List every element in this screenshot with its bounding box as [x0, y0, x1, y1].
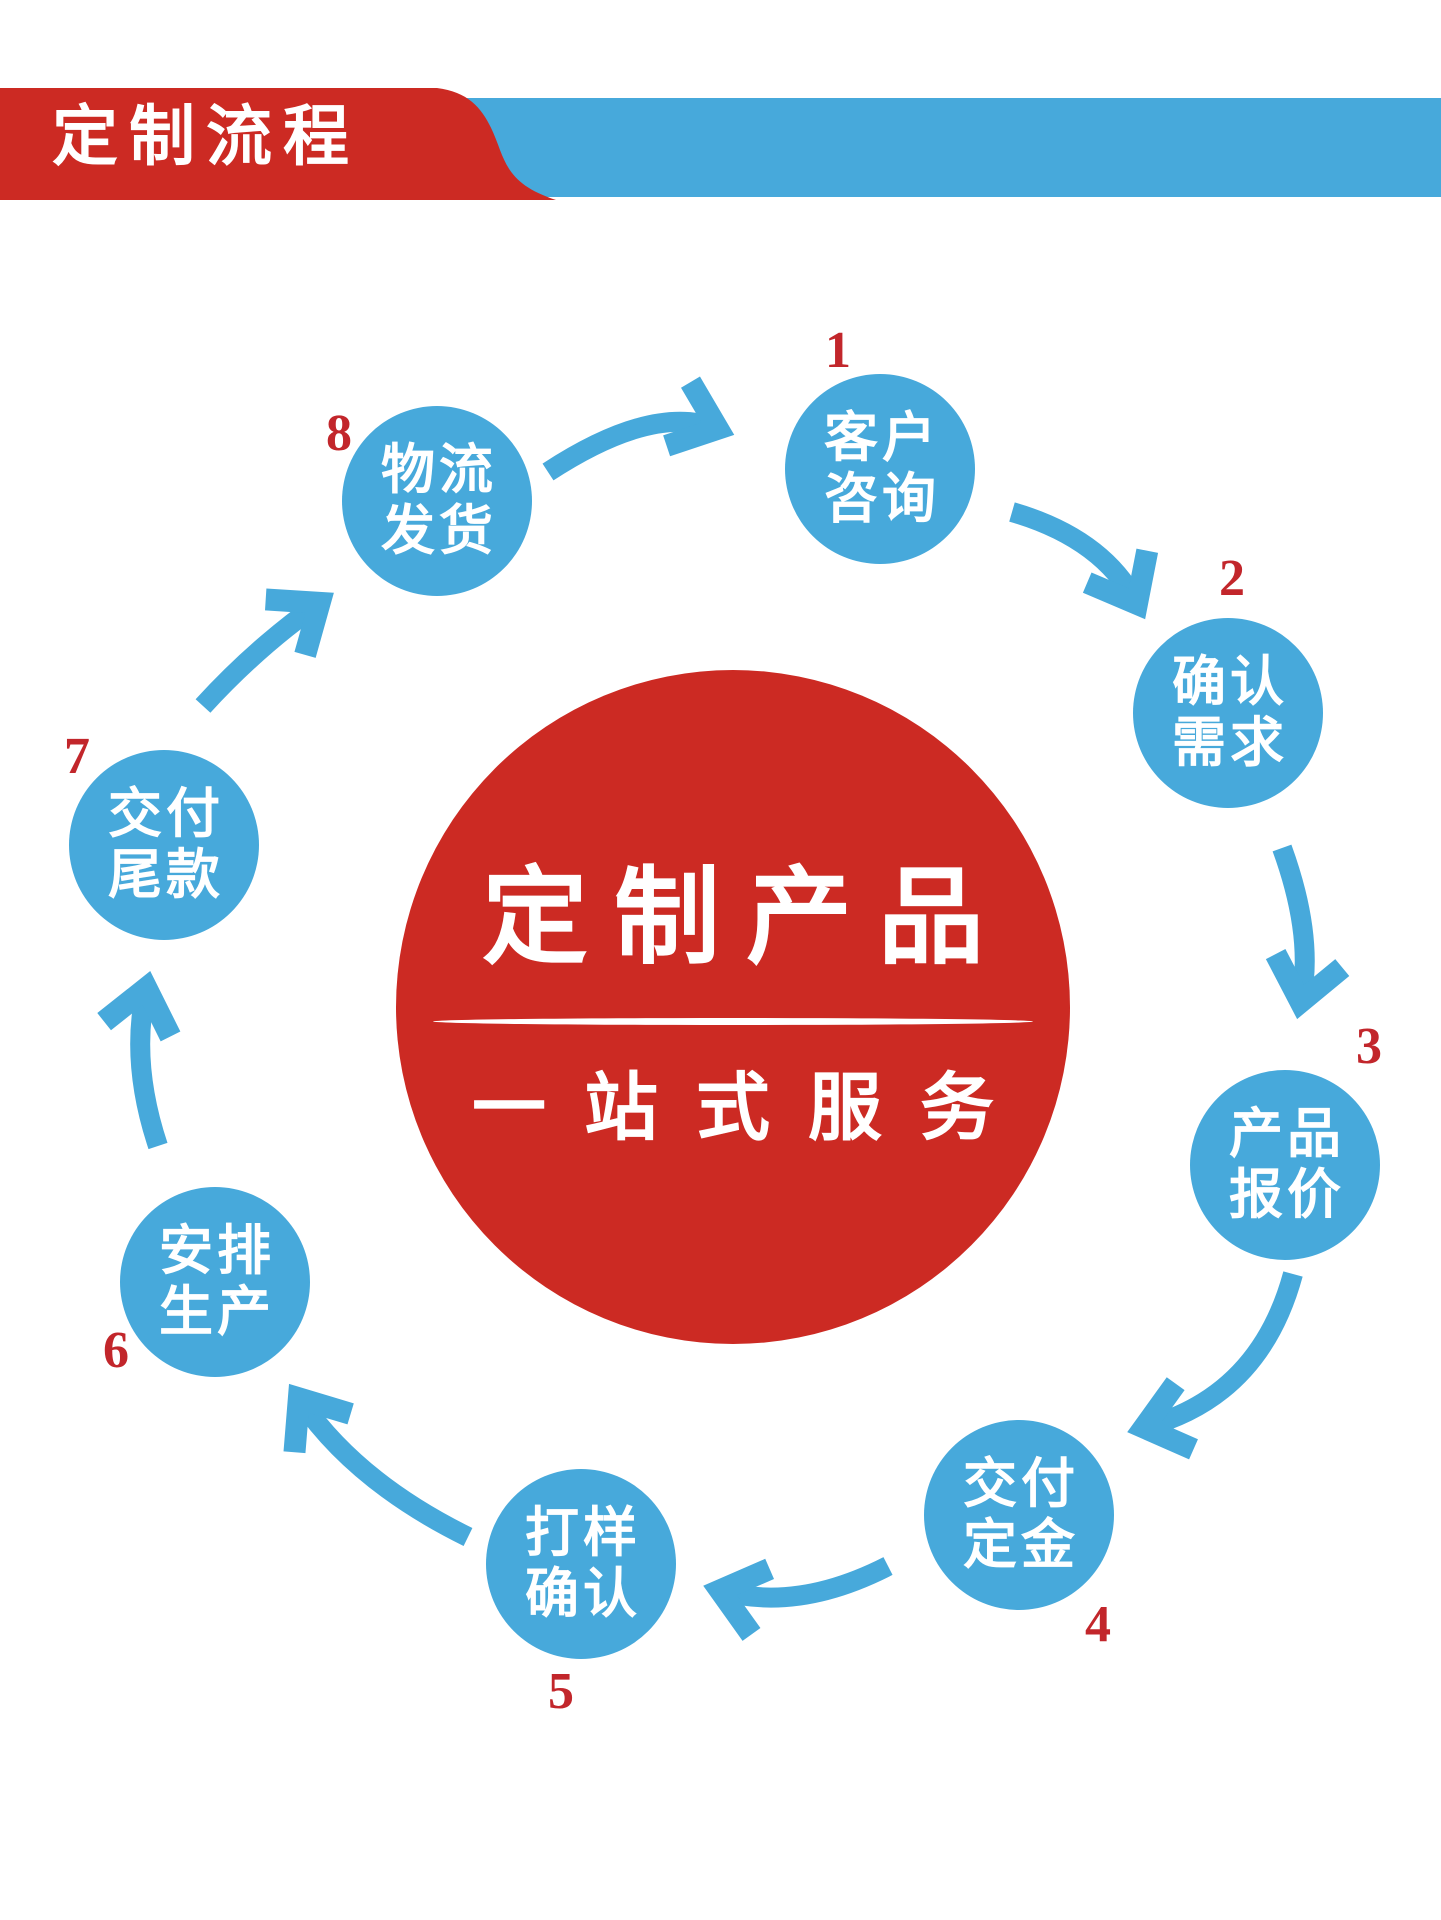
- arrow-8-1: [542, 376, 735, 481]
- step-number-1: 1: [825, 322, 851, 379]
- center-title: 定制产品: [482, 860, 1010, 977]
- step-label: 定金: [963, 1515, 1079, 1575]
- step-label: 客户: [824, 408, 940, 468]
- step-label: 安排: [159, 1221, 275, 1281]
- header-red-ribbon: [0, 88, 556, 200]
- step-number-7: 7: [64, 728, 90, 785]
- center-circle: 定制产品 一站式服务: [396, 670, 1070, 1344]
- center-divider: [433, 1018, 1033, 1025]
- step-label: 确认: [1172, 652, 1288, 712]
- step-label: 发货: [381, 501, 497, 561]
- step-circle-6: 安排 生产: [120, 1187, 310, 1377]
- step-number-3: 3: [1356, 1018, 1382, 1075]
- arrow-5-6: [283, 1383, 473, 1546]
- arrow-4-5: [703, 1557, 893, 1641]
- step-label: 交付: [108, 784, 224, 844]
- center-subtitle: 一站式服务: [472, 1068, 1032, 1150]
- step-label: 尾款: [108, 845, 224, 905]
- step-label: 物流: [381, 440, 497, 500]
- step-circle-1: 客户 咨询: [785, 374, 975, 564]
- step-label: 交付: [963, 1454, 1079, 1514]
- arrow-1-2: [1009, 502, 1159, 620]
- step-circle-2: 确认 需求: [1133, 618, 1323, 808]
- step-label: 咨询: [824, 469, 940, 529]
- step-circle-4: 交付 定金: [924, 1420, 1114, 1610]
- arrow-6-7: [97, 970, 181, 1150]
- arrow-7-8: [195, 588, 334, 713]
- step-label: 产品: [1229, 1104, 1345, 1164]
- step-label: 确认: [525, 1564, 641, 1624]
- page-title: 定制流程: [52, 101, 360, 174]
- arrow-2-3: [1265, 844, 1350, 1020]
- step-label: 打样: [525, 1503, 641, 1563]
- step-number-4: 4: [1085, 1596, 1111, 1653]
- step-label: 需求: [1172, 713, 1288, 773]
- step-number-8: 8: [326, 405, 352, 462]
- step-circle-8: 物流 发货: [342, 406, 532, 596]
- step-label: 生产: [159, 1282, 275, 1342]
- step-circle-5: 打样 确认: [486, 1469, 676, 1659]
- arrow-3-4: [1127, 1271, 1303, 1460]
- step-number-5: 5: [548, 1663, 574, 1720]
- step-number-6: 6: [103, 1322, 129, 1379]
- header-blue-bar: [400, 98, 1441, 197]
- step-label: 报价: [1229, 1165, 1345, 1225]
- step-circle-3: 产品 报价: [1190, 1070, 1380, 1260]
- step-number-2: 2: [1219, 550, 1245, 607]
- step-circle-7: 交付 尾款: [69, 750, 259, 940]
